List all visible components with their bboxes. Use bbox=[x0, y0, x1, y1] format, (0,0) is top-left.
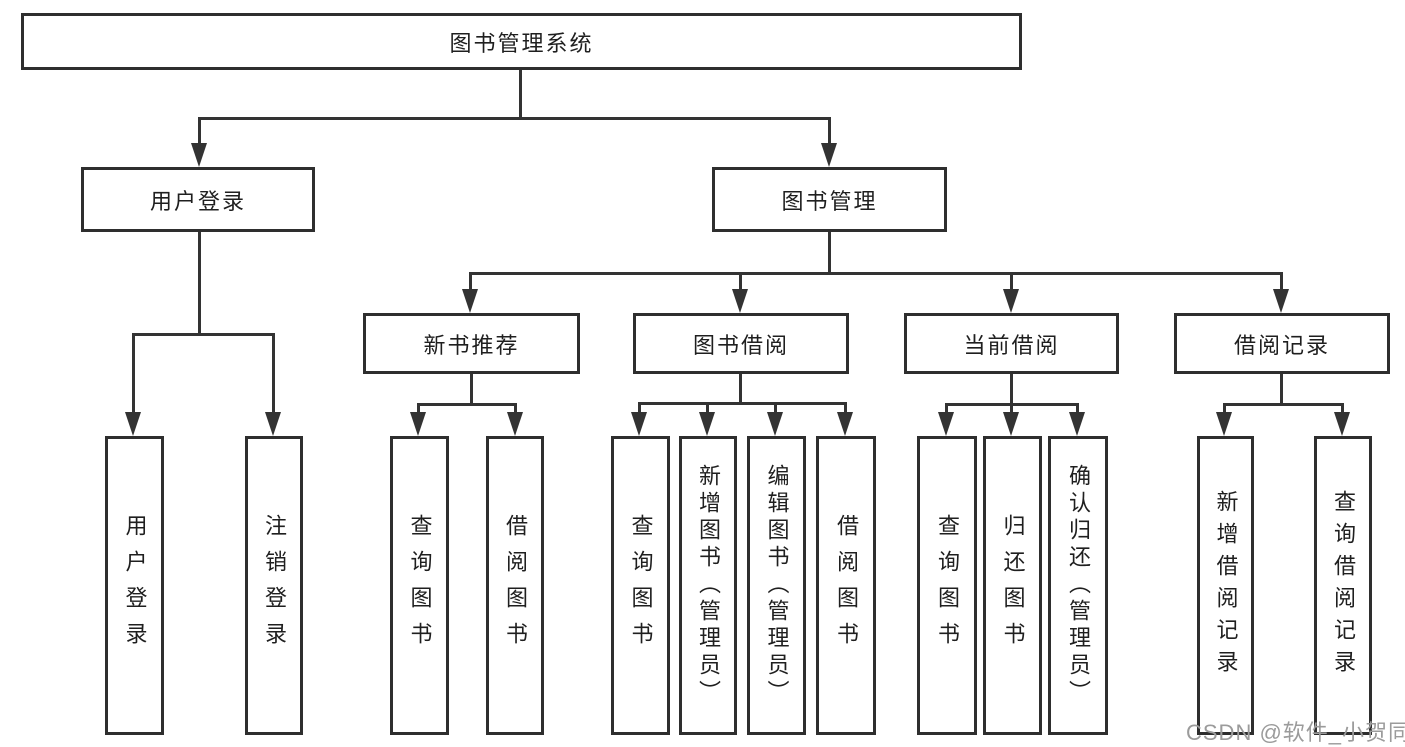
leaf-borrow-query-books: 查询图书 bbox=[611, 436, 670, 735]
connector-line bbox=[828, 232, 831, 275]
arrowhead-icon bbox=[1273, 289, 1289, 313]
connector-line bbox=[1223, 403, 1226, 415]
leaf-return-books: 归还图书 bbox=[983, 436, 1042, 735]
connector-line bbox=[132, 333, 275, 336]
leaf-confirm-return-admin-label: 确认归还（管理员） bbox=[1066, 464, 1091, 707]
connector-line bbox=[272, 333, 275, 415]
connector-line bbox=[1341, 403, 1344, 415]
leaf-borrow-query-books-label: 查询图书 bbox=[628, 513, 654, 658]
node-book-borrow-label: 图书借阅 bbox=[692, 332, 789, 358]
connector-line bbox=[417, 403, 517, 406]
connector-line bbox=[1280, 272, 1283, 292]
node-borrow-records: 借阅记录 bbox=[1174, 313, 1390, 374]
connector-line bbox=[198, 117, 831, 120]
arrowhead-icon bbox=[732, 289, 748, 313]
node-user-login-label: 用户登录 bbox=[149, 188, 246, 214]
arrowhead-icon bbox=[1334, 412, 1350, 436]
arrowhead-icon bbox=[1069, 412, 1085, 436]
arrowhead-icon bbox=[265, 412, 281, 436]
arrowhead-icon bbox=[767, 412, 783, 436]
connector-line bbox=[739, 272, 742, 292]
connector-line bbox=[1280, 374, 1283, 406]
node-new-book-recommend: 新书推荐 bbox=[363, 313, 580, 374]
connector-line bbox=[1010, 403, 1013, 415]
node-root: 图书管理系统 bbox=[21, 13, 1022, 70]
connector-line bbox=[706, 402, 709, 415]
connector-line bbox=[1010, 272, 1013, 292]
node-new-book-recommend-label: 新书推荐 bbox=[423, 332, 520, 358]
connector-line bbox=[828, 117, 831, 147]
connector-line bbox=[638, 402, 641, 415]
leaf-return-books-label: 归还图书 bbox=[1000, 513, 1026, 658]
leaf-edit-books-admin: 编辑图书（管理员） bbox=[747, 436, 806, 735]
connector-line bbox=[514, 403, 517, 415]
arrowhead-icon bbox=[125, 412, 141, 436]
leaf-logout-label: 注销登录 bbox=[262, 513, 287, 658]
csdn-watermark: CSDN @软件_小贺同学 bbox=[1186, 715, 1405, 747]
connector-line bbox=[198, 117, 201, 147]
leaf-logout: 注销登录 bbox=[245, 436, 303, 735]
arrowhead-icon bbox=[462, 289, 478, 313]
arrowhead-icon bbox=[821, 143, 837, 167]
arrowhead-icon bbox=[1003, 412, 1019, 436]
leaf-edit-books-admin-label: 编辑图书（管理员） bbox=[764, 464, 790, 707]
leaf-recommend-borrow-books: 借阅图书 bbox=[486, 436, 544, 735]
leaf-recommend-query-books-label: 查询图书 bbox=[407, 513, 433, 658]
arrowhead-icon bbox=[699, 412, 715, 436]
connector-line bbox=[519, 70, 522, 118]
leaf-recommend-query-books: 查询图书 bbox=[390, 436, 449, 735]
node-book-management-label: 图书管理 bbox=[781, 188, 878, 214]
arrowhead-icon bbox=[410, 412, 426, 436]
leaf-add-borrow-record-label: 新增借阅记录 bbox=[1213, 489, 1239, 682]
leaf-query-borrow-record-label: 查询借阅记录 bbox=[1331, 489, 1356, 682]
leaf-add-books-admin-label: 新增图书（管理员） bbox=[696, 464, 721, 707]
connector-line bbox=[132, 333, 135, 415]
node-current-borrow: 当前借阅 bbox=[904, 313, 1119, 374]
node-book-management: 图书管理 bbox=[712, 167, 947, 232]
connector-line bbox=[638, 402, 847, 405]
leaf-query-borrow-record: 查询借阅记录 bbox=[1314, 436, 1372, 735]
leaf-current-query-books-label: 查询图书 bbox=[935, 513, 960, 658]
node-borrow-records-label: 借阅记录 bbox=[1233, 332, 1330, 358]
node-current-borrow-label: 当前借阅 bbox=[963, 332, 1060, 358]
arrowhead-icon bbox=[1216, 412, 1232, 436]
connector-line bbox=[1223, 403, 1344, 406]
connector-line bbox=[1076, 403, 1079, 415]
connector-line bbox=[469, 272, 472, 292]
arrowhead-icon bbox=[191, 143, 207, 167]
connector-line bbox=[1010, 374, 1013, 406]
leaf-current-query-books: 查询图书 bbox=[917, 436, 977, 735]
leaf-user-login-label: 用户登录 bbox=[122, 513, 148, 658]
connector-line bbox=[198, 232, 201, 336]
arrowhead-icon bbox=[631, 412, 647, 436]
leaf-user-login: 用户登录 bbox=[105, 436, 164, 735]
csdn-watermark-text: CSDN @软件_小贺同学 bbox=[1186, 720, 1405, 745]
leaf-borrow-books: 借阅图书 bbox=[816, 436, 876, 735]
leaf-confirm-return-admin: 确认归还（管理员） bbox=[1048, 436, 1108, 735]
connector-line bbox=[469, 272, 1283, 275]
connector-line bbox=[417, 403, 420, 415]
arrowhead-icon bbox=[837, 412, 853, 436]
leaf-add-books-admin: 新增图书（管理员） bbox=[679, 436, 737, 735]
leaf-recommend-borrow-books-label: 借阅图书 bbox=[503, 513, 528, 658]
connector-line bbox=[945, 403, 948, 415]
connector-line bbox=[739, 374, 742, 405]
arrowhead-icon bbox=[938, 412, 954, 436]
connector-line bbox=[774, 402, 777, 415]
connector-line bbox=[844, 402, 847, 415]
node-root-label: 图书管理系统 bbox=[449, 30, 594, 56]
connector-line bbox=[470, 374, 473, 406]
node-user-login: 用户登录 bbox=[81, 167, 315, 232]
leaf-borrow-books-label: 借阅图书 bbox=[834, 513, 859, 658]
arrowhead-icon bbox=[1003, 289, 1019, 313]
node-book-borrow: 图书借阅 bbox=[633, 313, 849, 374]
arrowhead-icon bbox=[507, 412, 523, 436]
leaf-add-borrow-record: 新增借阅记录 bbox=[1197, 436, 1254, 735]
